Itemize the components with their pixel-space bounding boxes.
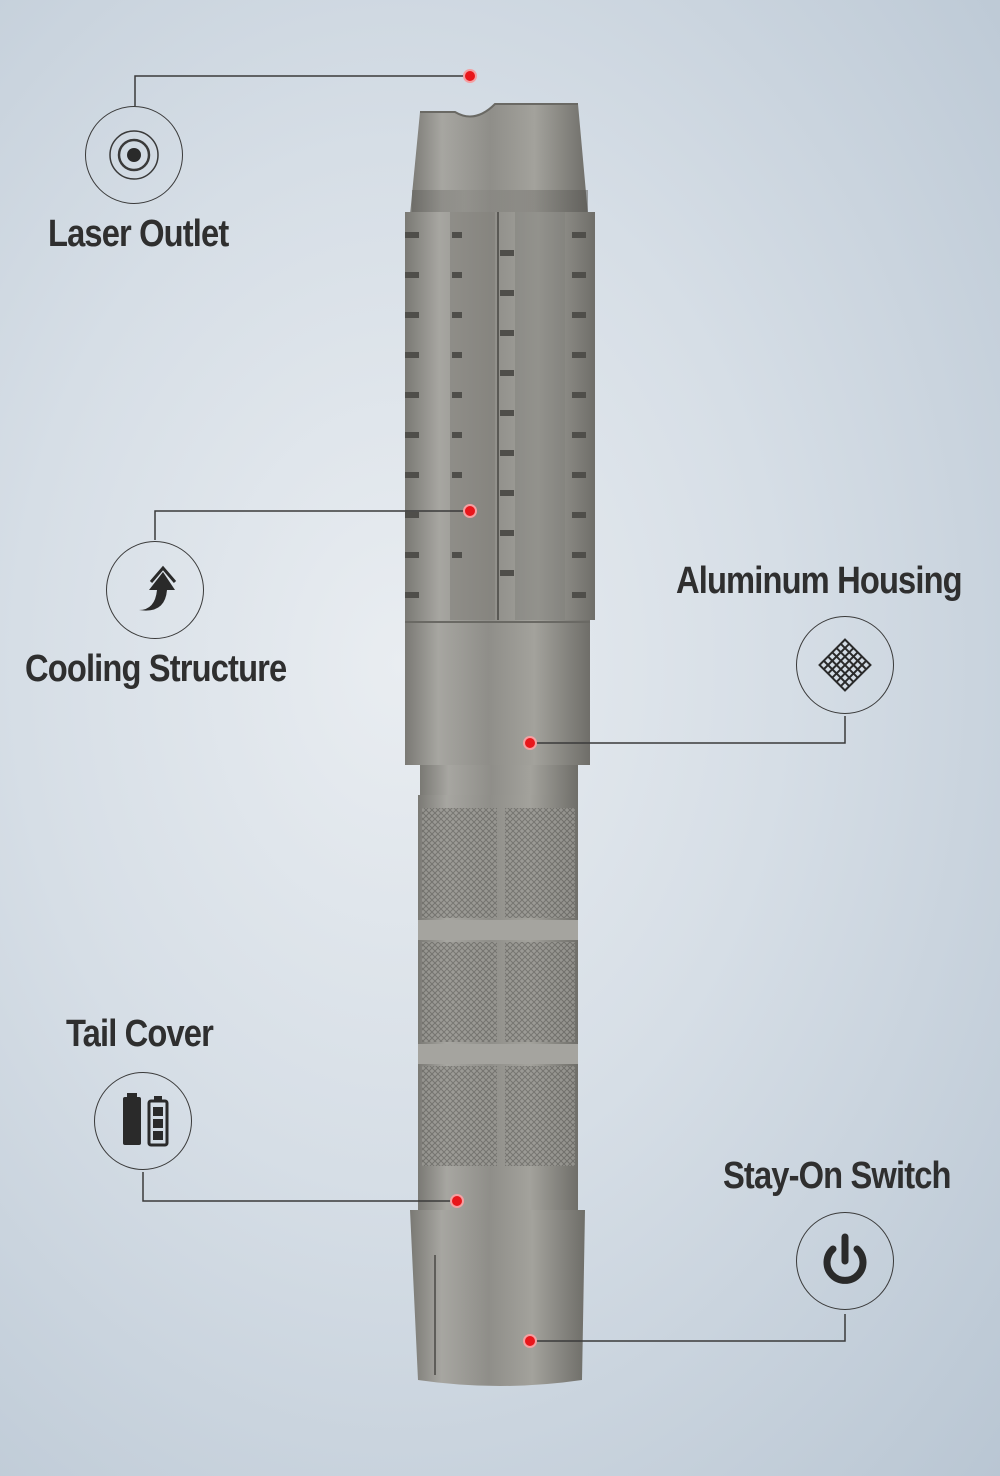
tail-cap xyxy=(410,1170,585,1386)
laser-outlet-label: Laser Outlet xyxy=(48,213,229,255)
laser-head xyxy=(410,103,588,216)
knurled-body xyxy=(418,795,578,1175)
aluminum-collar xyxy=(405,620,590,795)
leader-lines xyxy=(134,75,846,1342)
mesh-grid-icon xyxy=(818,638,872,692)
tail-cover-label: Tail Cover xyxy=(66,1013,214,1055)
callout-markers xyxy=(450,69,537,1348)
cooling-structure-icon-ring xyxy=(106,541,204,639)
stay-on-switch-icon-ring xyxy=(796,1212,894,1310)
stay-on-switch-label: Stay-On Switch xyxy=(723,1155,952,1197)
tail-cover-icon-ring xyxy=(94,1072,192,1170)
aluminum-housing-label: Aluminum Housing xyxy=(676,560,963,602)
aluminum-housing-icon-ring xyxy=(796,616,894,714)
target-icon xyxy=(109,130,159,180)
cooling-fins xyxy=(405,212,595,620)
upward-arrow-icon xyxy=(139,565,177,611)
battery-icon xyxy=(123,1093,169,1147)
cooling-structure-label: Cooling Structure xyxy=(25,648,287,690)
laser-outlet-icon-ring xyxy=(85,106,183,204)
power-icon xyxy=(823,1233,867,1284)
